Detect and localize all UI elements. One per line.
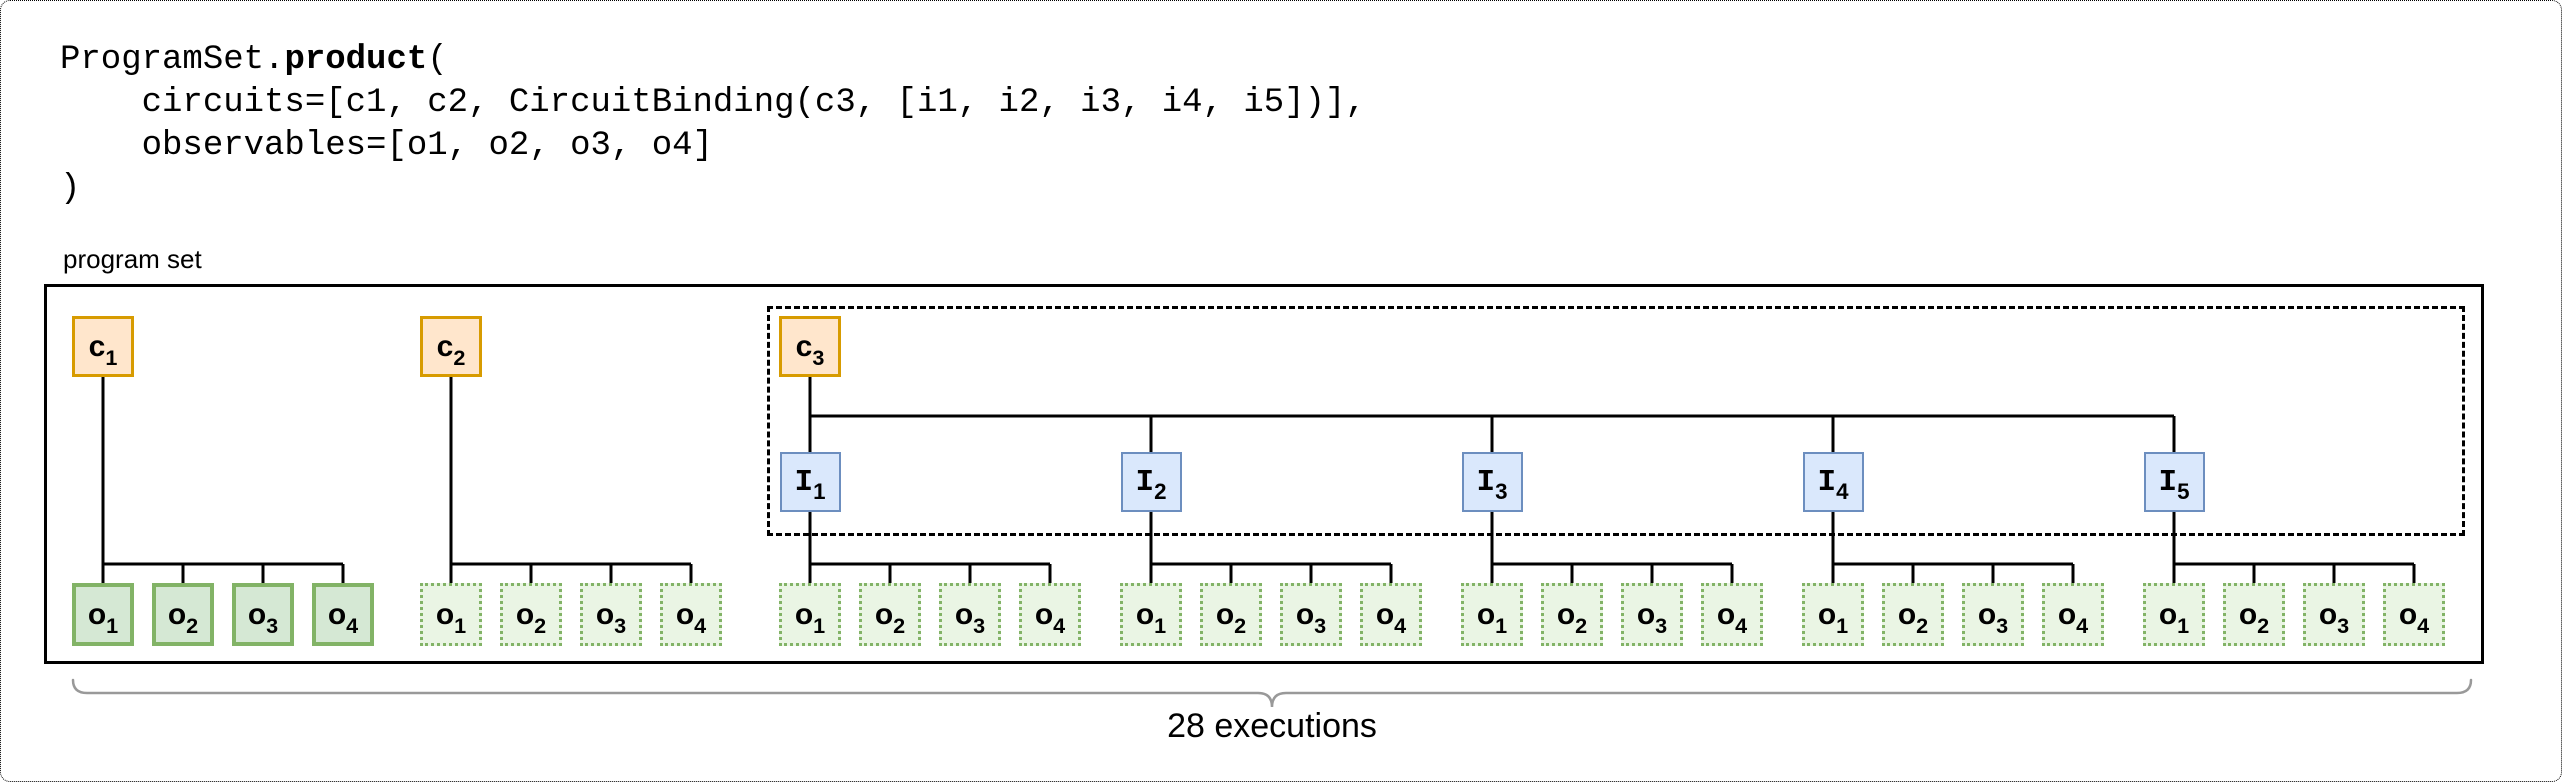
observable-box-i4-o1-label: o1 [1817, 597, 1849, 638]
instance-box-i3: I3 [1461, 452, 1523, 512]
observable-box-c1-o1: o1 [72, 583, 134, 646]
instance-box-i5-label: I5 [2158, 464, 2190, 504]
observable-box-i4-o3-label: o3 [1977, 597, 2009, 638]
observable-box-i3-o1: o1 [1461, 583, 1523, 646]
observable-box-i3-o2: o2 [1541, 583, 1603, 646]
instance-box-i5: I5 [2143, 452, 2205, 512]
code-line3: observables=[o1, o2, o3, o4] [60, 127, 713, 165]
observable-box-i2-o2-label: o2 [1215, 597, 1247, 638]
observable-box-i4-o3: o3 [1962, 583, 2024, 646]
observable-box-c1-o4: o4 [312, 583, 374, 646]
observable-box-c1-o2: o2 [152, 583, 214, 646]
observable-box-i2-o4-label: o4 [1375, 597, 1407, 638]
circuit-box-c2: c2 [420, 316, 482, 377]
observable-box-i3-o3: o3 [1621, 583, 1683, 646]
observable-box-i4-o1: o1 [1802, 583, 1864, 646]
observable-box-c2-o3-label: o3 [595, 597, 627, 638]
instance-box-i2-label: I2 [1135, 464, 1167, 504]
observable-box-i5-o3: o3 [2303, 583, 2365, 646]
code-line1-post: ( [427, 41, 448, 79]
observable-box-i1-o3-label: o3 [954, 597, 986, 638]
instance-box-i4-label: I4 [1817, 464, 1849, 504]
program-set-box [44, 284, 2484, 664]
code-line1-pre: ProgramSet. [60, 41, 285, 79]
circuit-box-c1: c1 [72, 316, 134, 377]
instance-box-i4: I4 [1802, 452, 1864, 512]
observable-box-i2-o2: o2 [1200, 583, 1262, 646]
observable-box-c1-o3-label: o3 [247, 597, 279, 638]
instance-box-i2: I2 [1120, 452, 1182, 512]
observable-box-i5-o4: o4 [2383, 583, 2445, 646]
circuit-binding-box [767, 306, 2465, 536]
circuit-box-c3-label: c3 [795, 329, 825, 370]
observable-box-i5-o1-label: o1 [2158, 597, 2190, 638]
observable-box-c2-o2-label: o2 [515, 597, 547, 638]
executions-label: 28 executions [1167, 707, 1377, 745]
observable-box-c2-o1: o1 [420, 583, 482, 646]
observable-box-c2-o3: o3 [580, 583, 642, 646]
observable-box-c1-o2-label: o2 [167, 597, 199, 638]
observable-box-c2-o1-label: o1 [435, 597, 467, 638]
observable-box-c1-o3: o3 [232, 583, 294, 646]
observable-box-i4-o2: o2 [1882, 583, 1944, 646]
observable-box-i1-o4: o4 [1019, 583, 1081, 646]
observable-box-c2-o2: o2 [500, 583, 562, 646]
observable-box-i1-o4-label: o4 [1034, 597, 1066, 638]
observable-box-i3-o4: o4 [1701, 583, 1763, 646]
observable-box-i5-o1: o1 [2143, 583, 2205, 646]
circuit-box-c1-label: c1 [88, 329, 118, 370]
instance-box-i3-label: I3 [1476, 464, 1508, 504]
code-line1-bold: product [284, 41, 428, 79]
observable-box-i5-o2: o2 [2223, 583, 2285, 646]
observable-box-c1-o1-label: o1 [87, 597, 119, 638]
observable-box-i4-o4-label: o4 [2057, 597, 2089, 638]
observable-box-c2-o4-label: o4 [675, 597, 707, 638]
code-line2: circuits=[c1, c2, CircuitBinding(c3, [i1… [60, 84, 1366, 122]
observable-box-i5-o2-label: o2 [2238, 597, 2270, 638]
observable-box-c1-o4-label: o4 [327, 597, 359, 638]
circuit-box-c2-label: c2 [436, 329, 466, 370]
observable-box-i2-o1-label: o1 [1135, 597, 1167, 638]
observable-box-i1-o1-label: o1 [794, 597, 826, 638]
observable-box-i2-o1: o1 [1120, 583, 1182, 646]
observable-box-i5-o4-label: o4 [2398, 597, 2430, 638]
code-line4: ) [60, 170, 81, 208]
observable-box-i2-o4: o4 [1360, 583, 1422, 646]
observable-box-i2-o3: o3 [1280, 583, 1342, 646]
observable-box-i1-o1: o1 [779, 583, 841, 646]
observable-box-i3-o4-label: o4 [1716, 597, 1748, 638]
executions-brace [71, 678, 2473, 708]
observable-box-i5-o3-label: o3 [2318, 597, 2350, 638]
observable-box-c2-o4: o4 [660, 583, 722, 646]
instance-box-i1: I1 [779, 452, 841, 512]
observable-box-i3-o2-label: o2 [1556, 597, 1588, 638]
observable-box-i3-o3-label: o3 [1636, 597, 1668, 638]
code-snippet: ProgramSet.product( circuits=[c1, c2, Ci… [60, 39, 1366, 211]
observable-box-i4-o2-label: o2 [1897, 597, 1929, 638]
program-set-label: program set [63, 244, 202, 274]
observable-box-i1-o3: o3 [939, 583, 1001, 646]
observable-box-i2-o3-label: o3 [1295, 597, 1327, 638]
observable-box-i3-o1-label: o1 [1476, 597, 1508, 638]
instance-box-i1-label: I1 [794, 464, 826, 504]
observable-box-i4-o4: o4 [2042, 583, 2104, 646]
observable-box-i1-o2: o2 [859, 583, 921, 646]
observable-box-i1-o2-label: o2 [874, 597, 906, 638]
circuit-box-c3: c3 [779, 316, 841, 377]
